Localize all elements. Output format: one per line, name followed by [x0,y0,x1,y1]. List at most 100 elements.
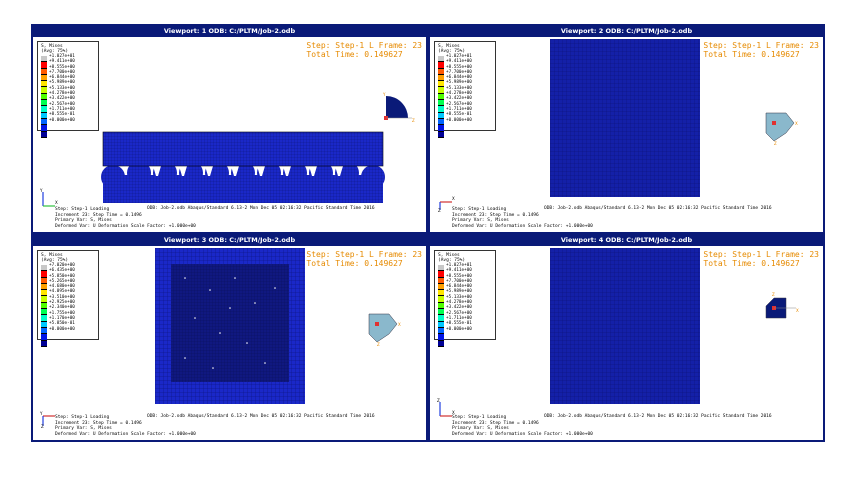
legend-swatch [438,340,444,347]
legend-title: S, Mises (Avg: 75%) [41,253,69,263]
legend-swatch [438,309,444,316]
model-top-view[interactable] [550,39,700,197]
legend-swatch [41,118,47,126]
legend-swatch [41,290,47,297]
total-time: Total Time: 0.149627 [703,259,800,268]
legend-value: +8.555e-01 [49,112,75,118]
legend-value: +5.265e+00 [49,278,75,284]
legend-value: +0.000e+00 [446,117,472,123]
legend-value: +6.435e+00 [49,268,75,274]
legend-swatch [41,81,47,88]
legend-value: +3.510e+00 [49,294,75,300]
legend-swatch [41,56,47,63]
legend-swatches [41,265,47,347]
legend-value: +7.020e+00 [49,263,75,268]
svg-text:Y: Y [39,411,43,416]
viewport-grid: Viewport: 1 ODB: C:/PLTM/Job-2.odb S, Mi… [31,24,825,442]
legend-value: +4.278e+00 [446,91,472,97]
legend-swatch [438,87,444,94]
svg-text:Z: Z [377,342,380,347]
legend-value: +2.567e+00 [446,310,472,316]
viewport-4[interactable]: Viewport: 4 ODB: C:/PLTM/Job-2.odb S, Mi… [430,235,823,440]
legend-value: +5.133e+00 [49,85,75,91]
legend-value: +2.340e+00 [49,305,75,311]
viewport-1[interactable]: Viewport: 1 ODB: C:/PLTM/Job-2.odb S, Mi… [33,26,426,232]
axis-triad: X Z [438,196,455,212]
legend-value: +1.170e+00 [49,315,75,321]
viewport-1-title[interactable]: Viewport: 1 ODB: C:/PLTM/Job-2.odb [33,26,426,37]
step-info: Step: Step-1 L Frame: 23 Total Time: 0.1… [306,250,422,268]
legend-swatch [438,271,444,278]
svg-text:Y: Y [39,188,43,193]
legend-swatch [438,106,444,113]
legend-swatch [438,81,444,88]
svg-text:Z: Z [41,424,44,428]
legend-swatch [41,100,47,107]
legend-swatch [41,125,47,132]
legend-swatch [438,334,444,341]
legend-value: +4.278e+00 [446,300,472,306]
viewport-2[interactable]: Viewport: 2 ODB: C:/PLTM/Job-2.odb S, Mi… [430,26,823,232]
model-top-view[interactable] [550,248,700,404]
legend-swatch [438,74,444,82]
legend-values: +7.020e+00+6.435e+00+5.850e+00+5.265e+00… [49,263,75,332]
total-time: Total Time: 0.149627 [306,50,403,59]
legend-value: +8.555e+00 [446,273,472,279]
axis-triad: Y Z [39,411,55,428]
model-bottom-view[interactable] [155,248,305,404]
svg-text:X: X [55,200,58,205]
footer-line: Primary Var: S, Mises [452,218,509,223]
footer-line: Increment 23: Step Time = 0.1496 [452,420,539,426]
legend-swatch [438,265,444,272]
viewport-3[interactable]: Viewport: 3 ODB: C:/PLTM/Job-2.odb S, Mi… [33,235,426,440]
svg-text:Z: Z [437,398,440,403]
legend-swatch [41,271,47,278]
footer-line: Step: Step-1 Loading [452,415,507,420]
model-side-view[interactable] [93,97,393,207]
viewport-4-title[interactable]: Viewport: 4 ODB: C:/PLTM/Job-2.odb [430,235,823,246]
axis-triad: Y X [39,188,58,207]
viewport-3-title[interactable]: Viewport: 3 ODB: C:/PLTM/Job-2.odb [33,235,426,246]
legend-swatch [41,327,47,335]
viewport-2-title[interactable]: Viewport: 2 ODB: C:/PLTM/Job-2.odb [430,26,823,37]
viewport-footer: ODB: Job-2.odb Abaqus/Standard 6.13-2 Mo… [444,206,772,229]
legend-swatch [41,93,47,101]
legend-swatch [438,290,444,297]
footer-line: Deformed Var: U Deformation Scale Factor… [452,223,593,229]
svg-text:X: X [452,410,455,415]
step-info: Step: Step-1 L Frame: 23 Total Time: 0.1… [703,41,819,59]
legend-swatch [438,315,444,322]
legend-swatch [438,62,444,69]
svg-text:Z: Z [774,141,777,146]
footer-line: Primary Var: S, Mises [452,426,509,431]
legend-swatch [41,87,47,94]
legend-swatch [438,125,444,132]
legend-title: S, Mises (Avg: 75%) [41,44,69,54]
legend-swatch [438,277,444,284]
legend-swatch [41,112,47,119]
legend-swatch [41,334,47,341]
legend-value: +5.989e+00 [446,80,472,86]
legend-swatch [438,112,444,119]
legend-value: +9.411e+00 [446,268,472,274]
legend-value: +1.755e+00 [49,310,75,316]
legend-value: +5.133e+00 [446,294,472,300]
legend-swatch [41,340,47,347]
svg-text:X: X [796,308,799,313]
legend-swatch [438,131,444,138]
legend-swatch [41,277,47,284]
legend-value: +7.700e+00 [446,278,472,284]
legend-value: +2.567e+00 [49,101,75,107]
legend-swatch [41,321,47,328]
legend-swatch [438,283,444,291]
legend-value: +5.850e+00 [49,273,75,279]
legend-swatch [438,118,444,126]
legend-value: +3.422e+00 [49,96,75,102]
legend-value: +1.711e+00 [49,106,75,112]
legend-value: +9.411e+00 [446,59,472,65]
legend-swatch [41,296,47,303]
legend-swatch [41,309,47,316]
legend-value: +0.000e+00 [49,117,75,123]
orientation-icon: X Z [368,313,401,347]
contour-legend: S, Mises (Avg: 75%) +1.027e+01+9.411e+00… [434,250,496,347]
